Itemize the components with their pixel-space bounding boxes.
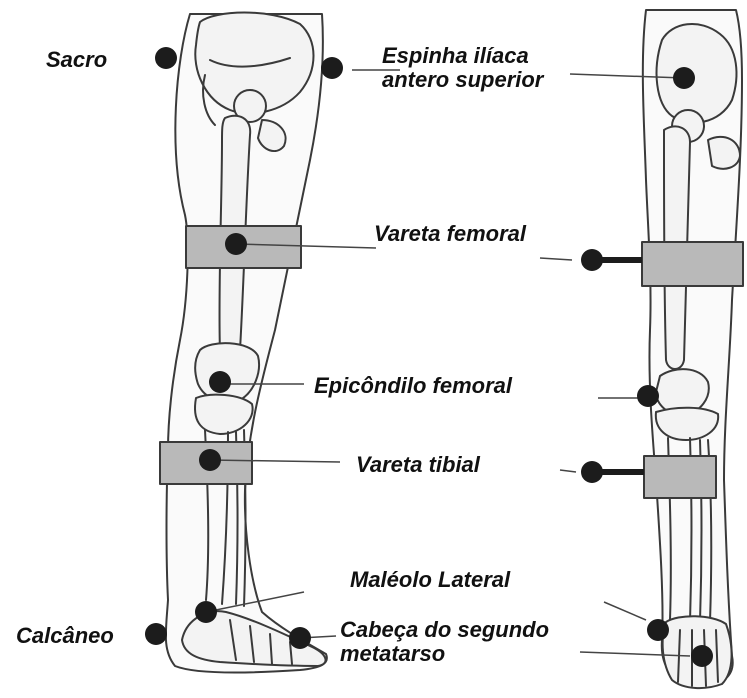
- right-leg-view: [642, 10, 743, 688]
- label-epicondilo-femoral: Epicôndilo femoral: [314, 374, 512, 398]
- left-leg-view: [160, 13, 327, 673]
- left-knee: [195, 343, 259, 402]
- malleolus-left-marker: [195, 601, 217, 623]
- label-vareta-tibial: Vareta tibial: [356, 453, 480, 477]
- femoral-wand-left-marker: [225, 233, 247, 255]
- tibial-wand-right-marker: [581, 461, 603, 483]
- leader-vareta-tibial-right: [560, 470, 576, 472]
- metatarsal-left-marker: [289, 627, 311, 649]
- right-obturator: [708, 137, 740, 169]
- tibial-wand-left-marker: [199, 449, 221, 471]
- malleolus-right-marker: [647, 619, 669, 641]
- label-sacro: Sacro: [46, 48, 107, 72]
- right-femoral-wand-band: [642, 242, 743, 286]
- asis-left-marker: [321, 57, 343, 79]
- metatarsal-right-marker: [691, 645, 713, 667]
- epicondyle-right-marker: [637, 385, 659, 407]
- leader-maleolo-right: [604, 602, 646, 620]
- label-vareta-femoral: Vareta femoral: [374, 222, 526, 246]
- asis-right-marker: [673, 67, 695, 89]
- right-pelvis-bone: [657, 24, 737, 123]
- wand-rods: [592, 260, 644, 472]
- leader-vareta-femoral-right: [540, 258, 572, 260]
- label-maleolo-lateral: Maléolo Lateral: [350, 568, 510, 592]
- epicondyle-left-marker: [209, 371, 231, 393]
- label-calcaneo: Calcâneo: [16, 624, 114, 648]
- label-cabeca-metatarso: Cabeça do segundo metatarso: [340, 618, 549, 666]
- sacro-marker: [155, 47, 177, 69]
- calcaneus-marker: [145, 623, 167, 645]
- label-espinha-iliaca: Espinha ilíaca antero superior: [382, 44, 543, 92]
- right-tibial-wand-band: [644, 456, 716, 498]
- femoral-wand-right-marker: [581, 249, 603, 271]
